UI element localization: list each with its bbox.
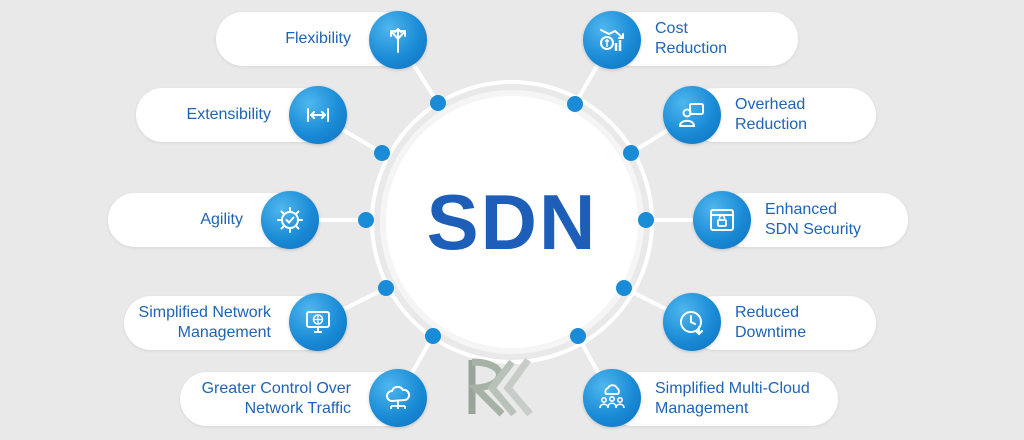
ring-dot: [623, 145, 639, 161]
ring-dot: [374, 145, 390, 161]
node-label: Extensibility: [186, 106, 271, 123]
hub-title: SDN: [426, 177, 598, 266]
hub-circle: [386, 96, 638, 348]
ring-dot: [567, 96, 583, 112]
node-label: Agility: [200, 211, 243, 228]
rk-logo-icon: [468, 357, 533, 417]
ring-dot: [638, 212, 654, 228]
browser-lock-icon: [693, 191, 751, 249]
cost-chart-icon: [583, 11, 641, 69]
cloud-network-icon: [369, 369, 427, 427]
network-monitor-icon: [289, 293, 347, 351]
ring-dot: [378, 280, 394, 296]
arrows-split-icon: [369, 11, 427, 69]
ring-dot: [570, 328, 586, 344]
ring-dot: [425, 328, 441, 344]
node-label: Flexibility: [285, 30, 351, 47]
person-screen-icon: [663, 86, 721, 144]
team-cloud-icon: [583, 369, 641, 427]
ring-dot: [616, 280, 632, 296]
gear-check-icon: [261, 191, 319, 249]
ring-dot: [358, 212, 374, 228]
clock-down-icon: [663, 293, 721, 351]
ring-dot: [430, 95, 446, 111]
extend-arrows-icon: [289, 86, 347, 144]
